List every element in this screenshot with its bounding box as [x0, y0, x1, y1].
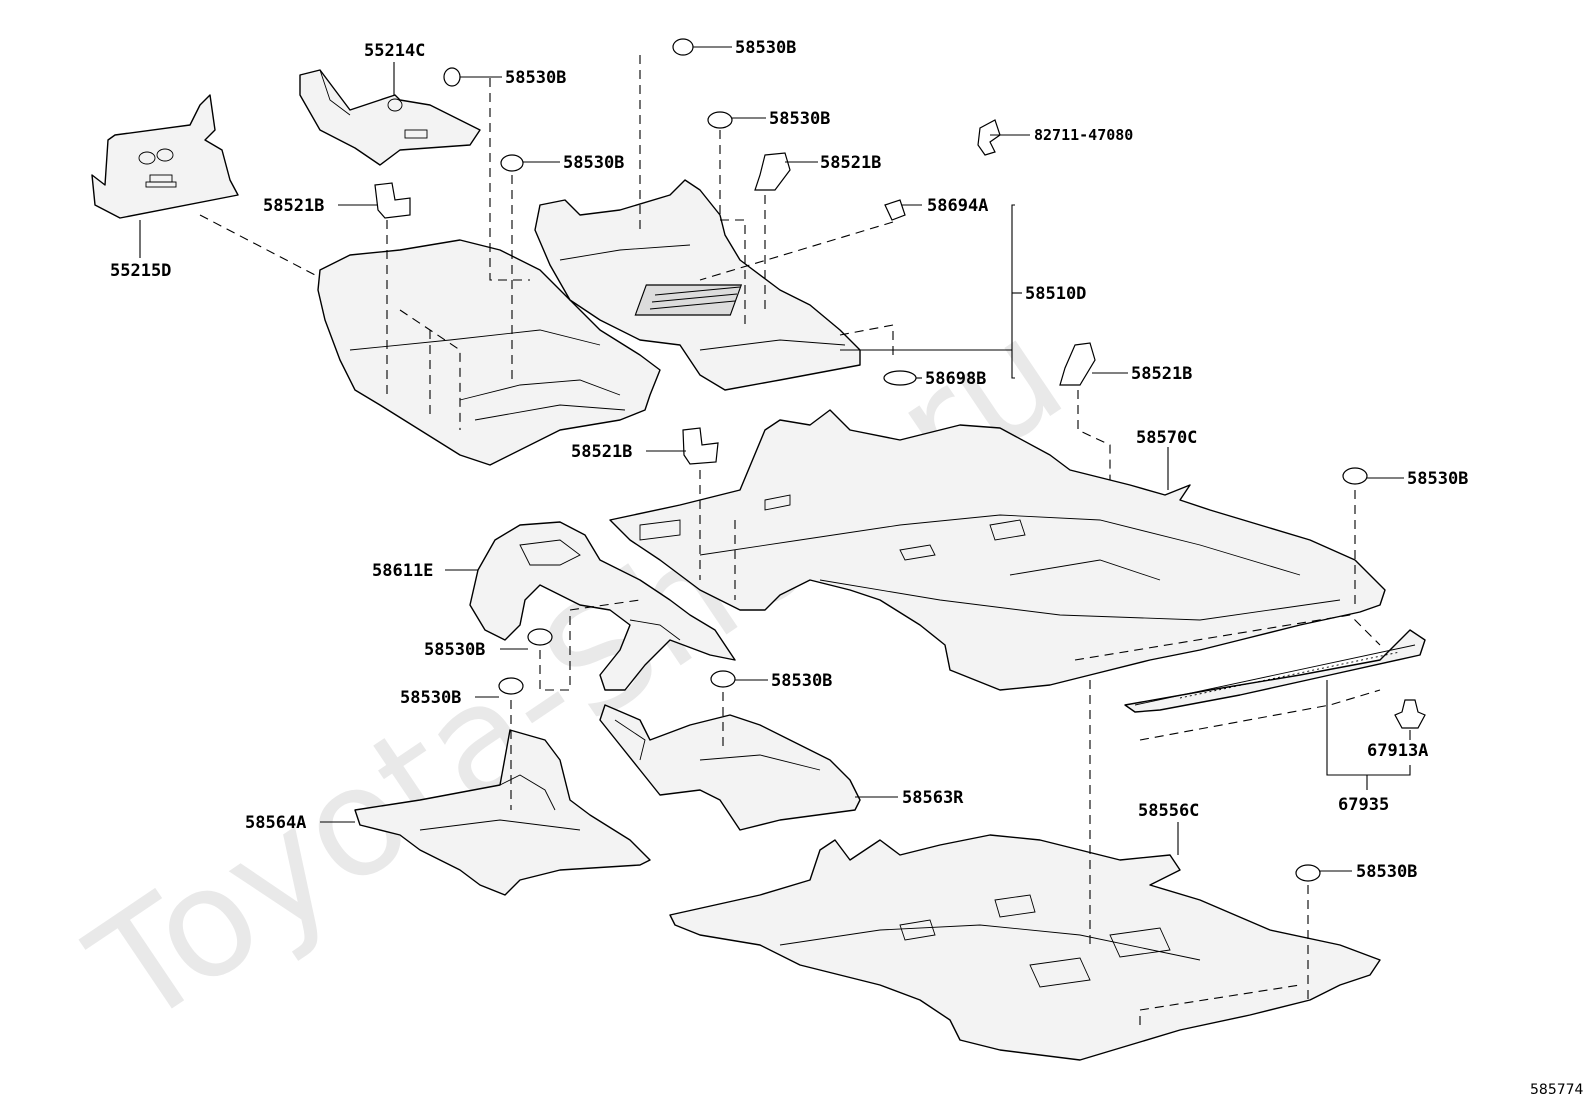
label-55214C: 55214C	[364, 41, 425, 61]
clip-icon	[1342, 467, 1368, 485]
callout-labels: 55214C 58530B 58530B 58530B 58530B 82711…	[110, 38, 1468, 882]
label-58521B: 58521B	[263, 196, 324, 216]
clip-icon	[1295, 864, 1321, 882]
part-58611E	[469, 521, 736, 691]
label-58530B: 58530B	[400, 688, 461, 708]
part-58570C	[609, 409, 1386, 691]
label-58510D: 58510D	[1025, 284, 1086, 304]
part-55214C	[299, 69, 481, 166]
bracket-icon	[1059, 342, 1096, 386]
label-58521B: 58521B	[1131, 364, 1192, 384]
label-58521B: 58521B	[820, 153, 881, 173]
screw-clip-icon	[1394, 699, 1426, 729]
label-58530B: 58530B	[1356, 862, 1417, 882]
clip-icon	[672, 38, 694, 56]
label-58530B: 58530B	[1407, 469, 1468, 489]
part-58563R	[599, 704, 861, 831]
label-58530B: 58530B	[563, 153, 624, 173]
label-58556C: 58556C	[1138, 801, 1199, 821]
part-58510D-left	[317, 239, 661, 466]
clip-icon	[527, 628, 553, 646]
label-55215D: 55215D	[110, 261, 171, 281]
label-58530B: 58530B	[505, 68, 566, 88]
bracket-icon	[682, 427, 719, 465]
label-58530B: 58530B	[769, 109, 830, 129]
label-58530B: 58530B	[735, 38, 796, 58]
fasteners	[374, 38, 1426, 882]
part-55215D	[91, 94, 239, 219]
label-58530B: 58530B	[771, 671, 832, 691]
bracket-icon	[374, 182, 411, 219]
label-82711-47080: 82711-47080	[1034, 126, 1133, 144]
label-58694A: 58694A	[927, 196, 988, 216]
label-58611E: 58611E	[372, 561, 433, 581]
bracket-icon	[754, 152, 791, 191]
clip-icon	[707, 111, 733, 129]
diagram-reference-number: 585774	[1530, 1082, 1584, 1098]
wire-clip-icon	[977, 119, 1001, 156]
grommet-icon	[884, 199, 906, 221]
clip-icon	[500, 154, 524, 172]
part-58556C	[669, 834, 1381, 1061]
label-58698B: 58698B	[925, 369, 986, 389]
label-67913A: 67913A	[1367, 741, 1428, 761]
label-58530B: 58530B	[424, 640, 485, 660]
part-58564A	[354, 729, 651, 896]
assembly-lines	[199, 55, 1381, 1025]
label-58521B: 58521B	[571, 442, 632, 462]
washer-icon	[883, 370, 917, 386]
clip-icon	[710, 670, 736, 688]
leader-lines	[139, 46, 1411, 872]
part-67935	[1124, 629, 1426, 713]
clip-icon	[498, 677, 524, 695]
clip-icon	[443, 67, 461, 87]
label-67935: 67935	[1338, 795, 1389, 815]
part-58510D-right	[534, 179, 861, 391]
label-58564A: 58564A	[245, 813, 306, 833]
label-58570C: 58570C	[1136, 428, 1197, 448]
label-58563R: 58563R	[902, 788, 964, 808]
